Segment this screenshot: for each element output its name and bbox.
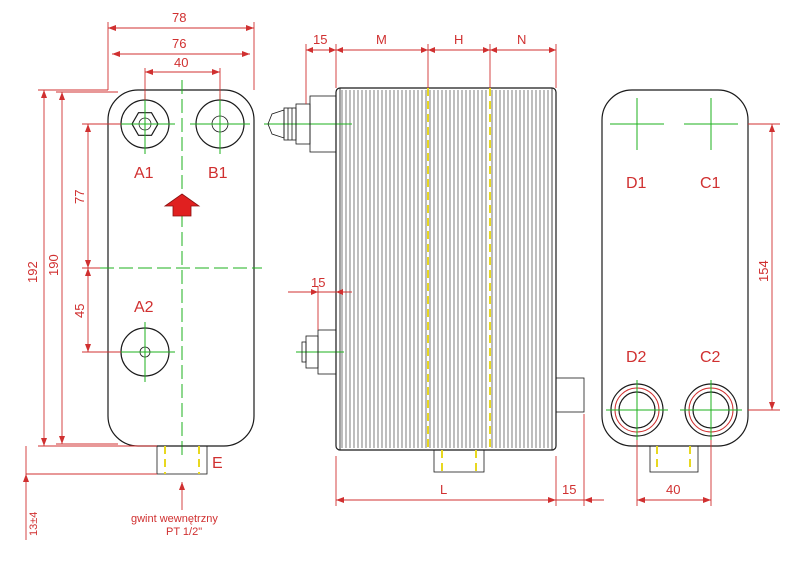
side-view: 15 M H N 15 L 15 (264, 32, 604, 506)
port-b1 (190, 94, 250, 154)
dim-label-76: 76 (172, 36, 186, 51)
port-label-a2: A2 (134, 299, 154, 316)
dim-label-side-l: L (440, 482, 447, 497)
port-label-d1: D1 (626, 175, 647, 192)
dim-side-mid (288, 286, 352, 330)
dim-height-77 (82, 123, 121, 269)
dim-label-192: 192 (25, 261, 40, 283)
dim-side-bottom (335, 414, 604, 506)
rear-drain-connector (649, 445, 699, 473)
dim-label-side-15-top: 15 (313, 32, 327, 47)
thread-note-pointer (179, 482, 185, 510)
dim-width-78 (107, 22, 255, 90)
port-label-a1: A1 (134, 165, 154, 182)
dim-label-side-m: M (376, 32, 387, 47)
connection-mid-left (301, 329, 337, 375)
rear-view: D1 C1 D2 C2 154 40 (601, 89, 780, 506)
dim-width-76 (112, 51, 250, 57)
drain-connector-e (156, 445, 208, 475)
connection-top-left (267, 95, 337, 153)
port-label-b1: B1 (208, 165, 228, 182)
port-label-e: E (212, 455, 223, 472)
port-d1-marker (610, 98, 664, 150)
port-c2 (680, 380, 742, 440)
dim-height-192 (38, 89, 157, 447)
dim-label-78: 78 (172, 10, 186, 25)
port-a1 (115, 94, 175, 154)
dim-tolerance-13 (23, 446, 157, 540)
dim-height-190 (56, 91, 118, 445)
dim-label-45: 45 (72, 304, 87, 318)
dim-label-77: 77 (72, 190, 87, 204)
dim-label-190: 190 (46, 254, 61, 276)
side-drain-connector (433, 449, 485, 473)
dim-height-154 (748, 123, 780, 411)
dim-label-side-n: N (517, 32, 526, 47)
dim-width-40-bottom (636, 440, 712, 506)
dim-label-40-top: 40 (174, 55, 188, 70)
dim-label-side-h: H (454, 32, 463, 47)
dim-label-154: 154 (756, 260, 771, 282)
dim-label-side-15-mid: 15 (311, 275, 325, 290)
dim-width-40-top (144, 68, 221, 100)
port-label-d2: D2 (626, 349, 647, 366)
front-view: A1 B1 A2 E 78 76 (23, 10, 262, 540)
port-d2 (606, 380, 668, 440)
dim-label-40-bottom: 40 (666, 482, 680, 497)
thread-note-line2: PT 1/2" (166, 526, 202, 538)
dim-height-45 (82, 268, 121, 353)
side-view-plate-lines (341, 90, 553, 448)
port-label-c2: C2 (700, 349, 721, 366)
dim-side-top (305, 44, 557, 104)
thread-note-line1: gwint wewnętrzny (131, 513, 218, 525)
port-a2 (115, 322, 175, 382)
port-c1-marker (684, 98, 738, 150)
connection-right (555, 377, 585, 413)
dim-label-13-tolerance: 13±4 (28, 512, 40, 536)
port-label-c1: C1 (700, 175, 721, 192)
flow-direction-arrow-icon (163, 193, 201, 217)
dim-label-side-15-bottom: 15 (562, 482, 576, 497)
